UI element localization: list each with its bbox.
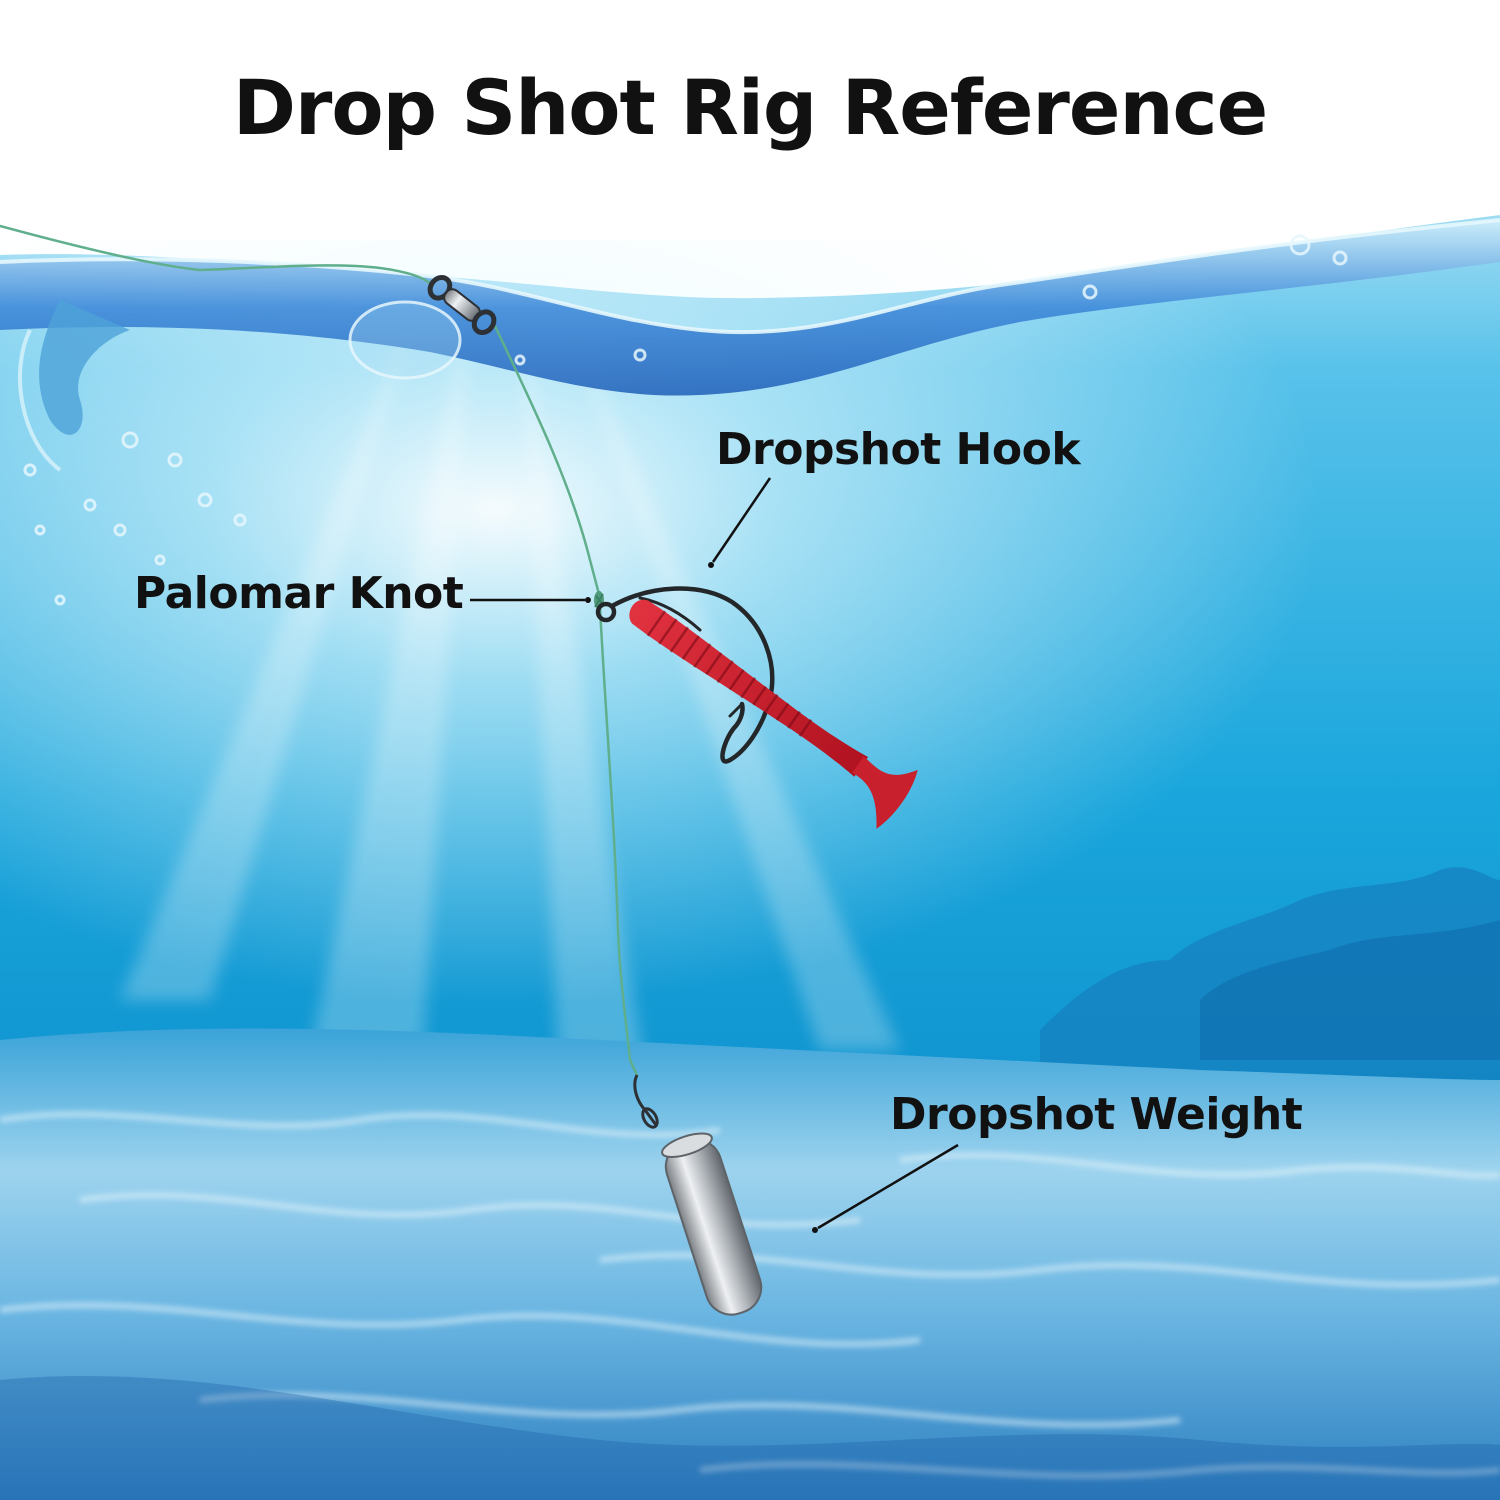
dropshot-hook-label: Dropshot Hook [716, 424, 1081, 475]
weight-callout-line [817, 1143, 959, 1230]
snap-swivel-icon [633, 1074, 659, 1129]
callout-lines [470, 477, 959, 1230]
fishing-line [0, 224, 639, 1077]
bubbles [23, 234, 1348, 606]
palomar-knot-label: Palomar Knot [134, 568, 464, 619]
diagram-title: Drop Shot Rig Reference [232, 63, 1268, 152]
dropshot-weight-label: Dropshot Weight [890, 1089, 1303, 1140]
hook-callout-line [711, 477, 772, 563]
barrel-swivel-icon [427, 274, 497, 336]
drop-shot-weight-icon [661, 1132, 763, 1316]
soft-worm-lure-icon [629, 599, 918, 829]
